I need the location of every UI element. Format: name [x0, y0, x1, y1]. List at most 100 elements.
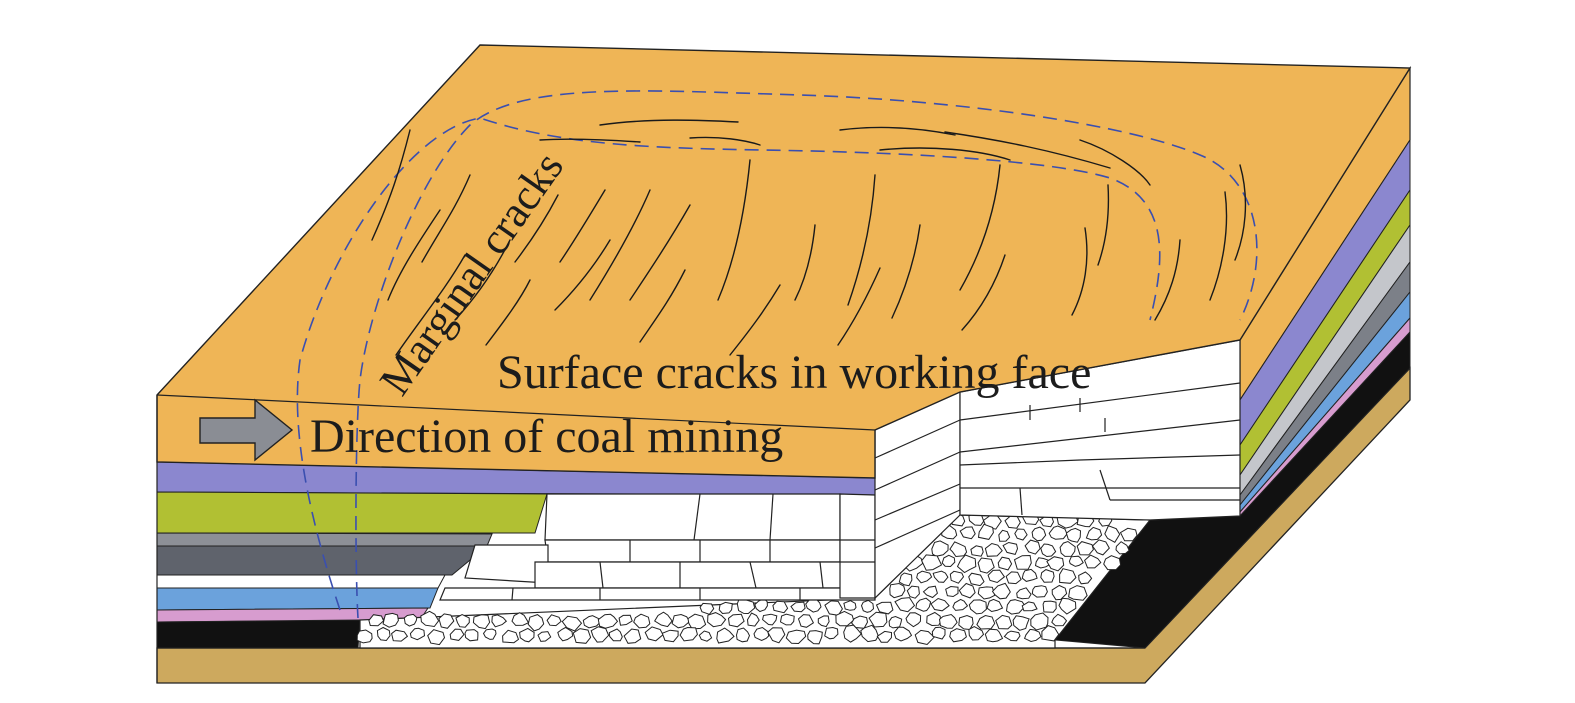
rubble-block: [736, 598, 756, 615]
rubble-block: [644, 626, 664, 642]
rubble-block: [1013, 554, 1032, 570]
rubble-block: [618, 614, 633, 626]
rubble-block: [753, 626, 770, 642]
rubble-block: [817, 615, 830, 628]
rubble-block: [698, 630, 713, 642]
rubble-block: [785, 629, 807, 645]
rubble-block: [1051, 613, 1068, 627]
crack-zone-outline: [296, 90, 1258, 619]
rubble-block: [464, 629, 479, 642]
rubble-block: [707, 612, 727, 628]
rubble-block: [735, 627, 751, 643]
rubble-block: [767, 627, 786, 644]
mining-direction-label: Direction of coal mining: [310, 410, 783, 463]
rubble-block: [382, 612, 399, 628]
rubble-block: [716, 627, 735, 644]
rubble-block: [482, 628, 497, 640]
rubble-block: [984, 628, 1004, 643]
rubble-block: [977, 523, 994, 540]
rubble-block: [1046, 556, 1065, 572]
rubble-block: [1048, 525, 1068, 540]
rubble-block: [1059, 540, 1076, 557]
rubble-blocks: [356, 511, 1138, 646]
rubble-block: [835, 610, 855, 627]
rubble-block: [997, 556, 1013, 571]
rubble-block: [633, 613, 651, 629]
rubble-block: [984, 542, 1003, 557]
rubble-block: [472, 614, 491, 630]
rubble-block: [679, 626, 698, 642]
rubble-block: [797, 614, 815, 628]
rubble-block: [409, 627, 426, 641]
fractured-strata: [439, 339, 1241, 601]
rubble-block: [956, 554, 977, 574]
rubble-block: [952, 598, 969, 611]
rubble-block: [427, 629, 446, 646]
rubble-block: [949, 570, 965, 584]
rubble-block: [949, 541, 968, 558]
rubble-block: [455, 614, 470, 628]
rubble-block: [1031, 585, 1048, 598]
rubble-block: [1016, 587, 1032, 600]
rubble-block: [608, 628, 623, 642]
rubble-block: [977, 586, 996, 600]
rubble-block: [572, 628, 592, 644]
rubble-block: [905, 612, 922, 628]
rubble-block: [527, 614, 545, 632]
rubble-block: [368, 614, 385, 627]
rubble-block: [403, 613, 418, 627]
front-strata: [156, 461, 876, 649]
rubble-block: [1040, 543, 1057, 558]
rubble-block: [502, 629, 520, 644]
rubble-block: [824, 626, 839, 640]
rubble-block: [1012, 615, 1030, 631]
rubble-block: [968, 599, 987, 615]
rubble-block: [938, 613, 958, 629]
rubble-block: [654, 611, 673, 628]
rubble-block: [1002, 541, 1019, 555]
rubble-block: [968, 572, 985, 587]
rubble-block: [557, 626, 574, 642]
rubble-block: [805, 598, 822, 613]
rubble-block: [1078, 571, 1093, 585]
goaf-rubble: [356, 511, 1152, 649]
rubble-block: [970, 545, 984, 557]
rubble-block: [546, 614, 562, 627]
rubble-block: [727, 613, 745, 628]
rubble-block: [746, 612, 760, 627]
rubble-block: [1031, 526, 1047, 542]
rubble-block: [987, 569, 1006, 584]
rubble-block: [356, 629, 373, 644]
rubble-block: [1059, 568, 1077, 584]
rubble-block: [1042, 600, 1057, 613]
rubble-block: [1065, 527, 1082, 543]
rubble-block: [582, 615, 601, 629]
direction-arrow-icon: [199, 398, 294, 462]
rubble-block: [438, 613, 455, 629]
rubble-block: [1085, 526, 1103, 541]
rubble-block: [511, 612, 530, 626]
right-side-strata: [1054, 65, 1411, 649]
rubble-block: [1024, 539, 1041, 555]
rubble-block: [772, 600, 789, 614]
rubble-block: [779, 613, 795, 626]
rubble-block: [932, 570, 949, 583]
rubble-block: [1034, 557, 1050, 569]
rubble-block: [922, 585, 938, 599]
rubble-block: [889, 582, 906, 599]
rubble-block: [1115, 541, 1130, 555]
rubble-block: [949, 628, 967, 643]
rubble-block: [661, 629, 679, 643]
rubble-block: [1005, 571, 1022, 585]
rubble-block: [449, 628, 465, 641]
rubble-block: [976, 614, 996, 630]
rubble-block: [1003, 630, 1021, 642]
rubble-block: [868, 611, 888, 628]
rubble-block: [914, 629, 935, 646]
rubble-block: [1005, 599, 1026, 615]
rubble-block: [718, 601, 733, 615]
rubble-block: [926, 611, 942, 627]
rubble-block: [894, 597, 916, 613]
rubble-block: [1058, 597, 1077, 615]
